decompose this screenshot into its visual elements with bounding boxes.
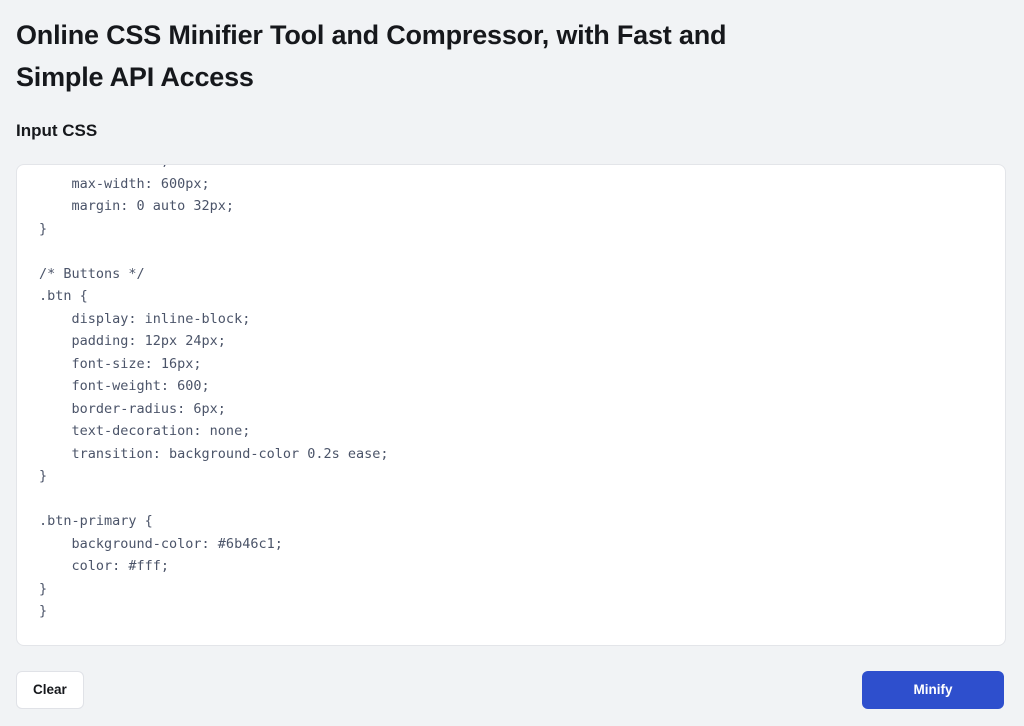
css-code-text: color: #666; max-width: 600px; margin: 0… [39, 165, 389, 619]
css-input-textarea[interactable]: color: #666; max-width: 600px; margin: 0… [39, 165, 983, 645]
minify-button[interactable]: Minify [862, 671, 1004, 709]
action-button-row: Clear Minify [16, 671, 1004, 709]
css-input-scroll-viewport[interactable]: color: #666; max-width: 600px; margin: 0… [17, 165, 1005, 645]
input-css-label: Input CSS [16, 121, 98, 140]
css-input-editor[interactable]: color: #666; max-width: 600px; margin: 0… [16, 164, 1006, 646]
clear-button[interactable]: Clear [16, 671, 84, 709]
page-title: Online CSS Minifier Tool and Compressor,… [16, 20, 727, 92]
